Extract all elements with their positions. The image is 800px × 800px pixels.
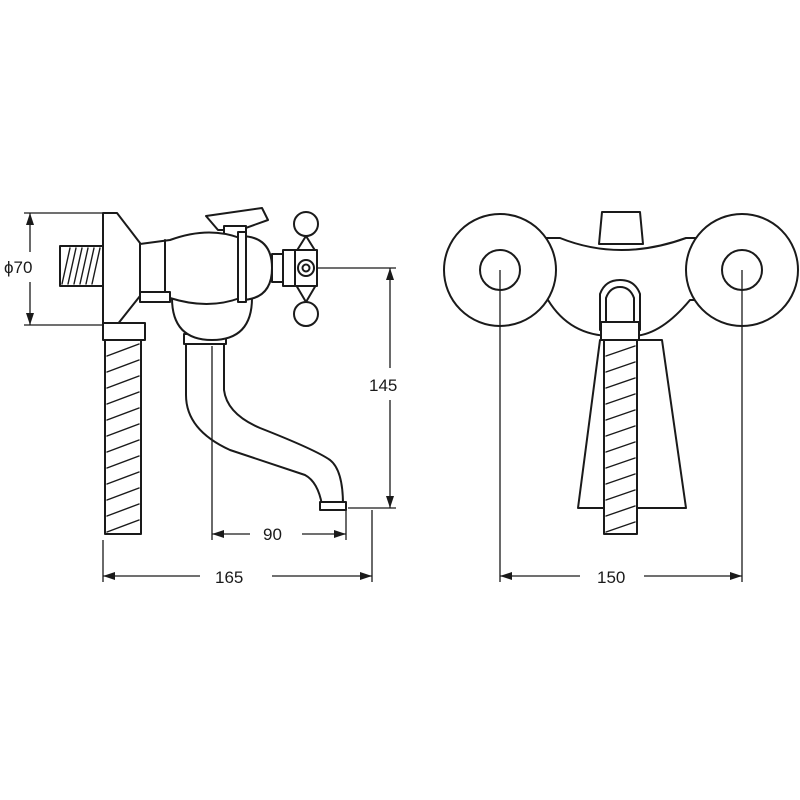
wall-connector-thread [59, 245, 104, 287]
front-view-dimensions: 150 [499, 270, 743, 587]
diverter-lever-side [205, 207, 269, 231]
shower-hose-side [104, 337, 142, 535]
height-label: 145 [369, 376, 397, 395]
side-view-dimensions: ϕ70 145 90 165 [4, 212, 397, 587]
diverter-knob-front [598, 211, 644, 245]
spout-reach-label: 90 [263, 525, 282, 544]
shower-hose-front [603, 339, 638, 535]
centers-label: 150 [597, 568, 625, 587]
side-view [59, 207, 347, 535]
cross-handle-side [293, 211, 319, 327]
spout-side [185, 337, 344, 506]
wall-flange [102, 212, 141, 326]
front-view [443, 211, 799, 535]
spout-mouth [319, 501, 347, 511]
diameter-label: ϕ70 [4, 258, 32, 277]
hose-nut-side [102, 322, 146, 341]
overall-depth-label: 165 [215, 568, 243, 587]
